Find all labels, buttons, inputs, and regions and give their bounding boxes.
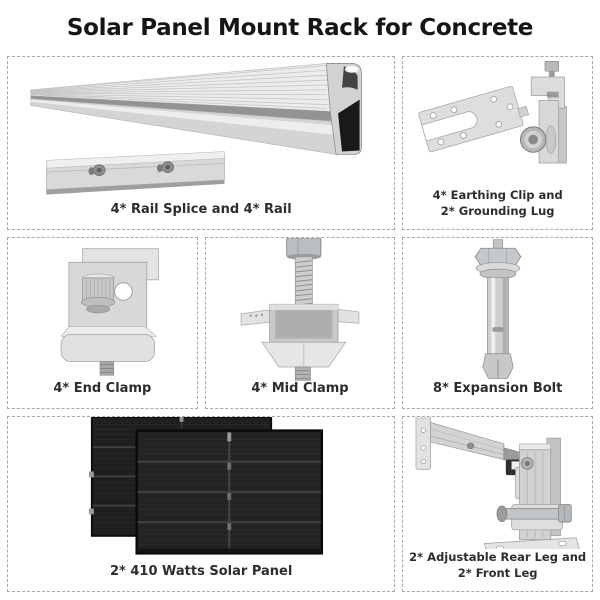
panel-solar-panel: 2* 410 Watts Solar Panel [7, 416, 396, 592]
expansion-bolt-image [403, 238, 592, 381]
panel-label: 2* 410 Watts Solar Panel [110, 564, 293, 579]
page-title: Solar Panel Mount Rack for Concrete [66, 15, 534, 41]
end-clamp-image [8, 238, 197, 381]
panel-expansion-bolt: 8* Expansion Bolt [402, 237, 593, 409]
rail-and-splice-image [8, 57, 394, 202]
earthing-clip-grounding-lug-image [403, 57, 592, 187]
panel-label: 4* Rail Splice and 4* Rail [110, 202, 292, 217]
legs-illustration [415, 417, 580, 549]
panel-earthing-clip-grounding-lug: 4* Earthing Clip and 2* Grounding Lug [402, 56, 593, 230]
solar-panel-front [135, 428, 324, 555]
panel-rail-and-splice: 4* Rail Splice and 4* Rail [7, 56, 396, 230]
panel-label: 2* Adjustable Rear Leg and 2* Front Leg [403, 549, 592, 591]
grounding-lug-image [519, 60, 567, 164]
earthing-clip-image [417, 85, 529, 152]
panel-end-clamp: 4* End Clamp [7, 237, 198, 409]
panel-label: 4* End Clamp [53, 381, 152, 396]
solar-panel-illustration [89, 417, 324, 555]
front-leg-image [483, 437, 580, 549]
end-clamp-illustration [60, 247, 160, 376]
earthing-clip-grounding-lug-illustration [417, 60, 567, 164]
panel-label-line2: 2* Front Leg [457, 566, 538, 581]
panel-label: 4* Earthing Clip and 2* Grounding Lug [403, 187, 592, 229]
panel-label-line2: 2* Grounding Lug [440, 204, 555, 219]
mid-clamp-illustration [240, 238, 360, 381]
panel-legs: 2* Adjustable Rear Leg and 2* Front Leg [402, 416, 593, 592]
rail-image [30, 62, 363, 155]
panel-label: 4* Mid Clamp [251, 381, 349, 396]
expansion-bolt-illustration [474, 238, 521, 379]
panel-label-line1: 4* Earthing Clip and [432, 187, 563, 202]
components-grid: 4* Rail Splice and 4* Rail [0, 56, 600, 592]
panel-mid-clamp: 4* Mid Clamp [204, 237, 396, 409]
rail-splice-image [46, 150, 225, 195]
panel-label: 8* Expansion Bolt [432, 381, 563, 396]
legs-image [403, 417, 592, 549]
rail-and-splice-illustration [30, 62, 363, 195]
solar-panel-image [8, 417, 394, 564]
mid-clamp-image [206, 238, 395, 381]
panel-label-line1: 2* Adjustable Rear Leg and [409, 549, 587, 564]
